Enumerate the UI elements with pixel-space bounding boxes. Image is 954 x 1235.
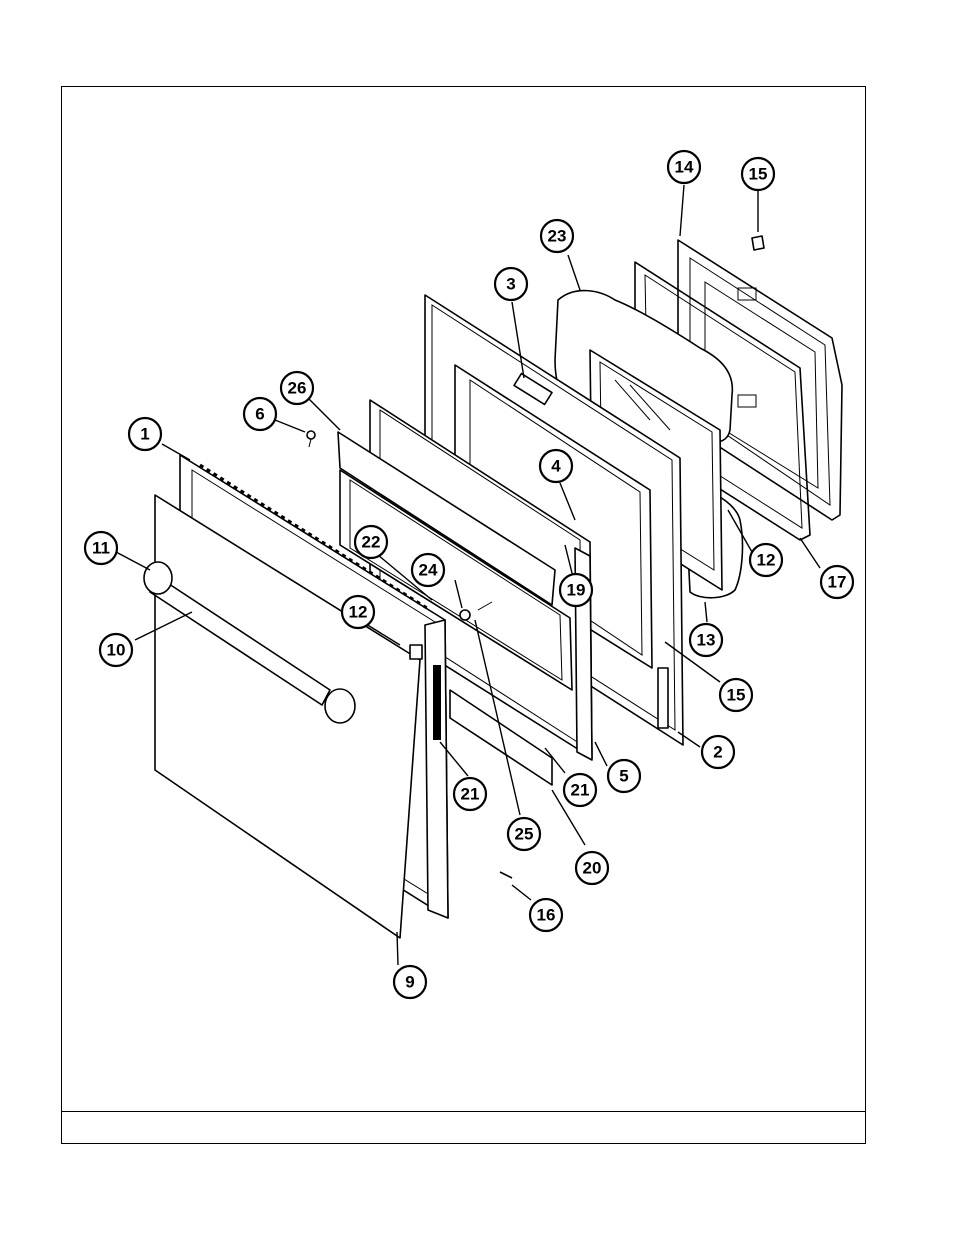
callout-12-rear: 12 xyxy=(748,542,784,578)
svg-text:24: 24 xyxy=(419,561,438,580)
callout-11: 11 xyxy=(83,530,119,566)
callout-9: 9 xyxy=(392,964,428,1000)
svg-text:2: 2 xyxy=(713,743,722,762)
svg-text:23: 23 xyxy=(548,227,567,246)
svg-text:1: 1 xyxy=(140,425,149,444)
callout-1: 1 xyxy=(127,416,163,452)
callout-12-front: 12 xyxy=(340,594,376,630)
vent-slots xyxy=(199,463,431,612)
svg-text:15: 15 xyxy=(727,686,746,705)
washer-24 xyxy=(459,601,493,621)
callout-21-front: 21 xyxy=(452,776,488,812)
callout-14: 14 xyxy=(666,149,702,185)
callout-3: 3 xyxy=(493,266,529,302)
top-channel xyxy=(337,431,556,606)
svg-text:21: 21 xyxy=(461,785,480,804)
svg-text:21: 21 xyxy=(571,781,590,800)
callout-19: 19 xyxy=(558,572,594,608)
callout-15-side: 15 xyxy=(718,677,754,713)
callout-13: 13 xyxy=(688,622,724,658)
svg-text:5: 5 xyxy=(619,767,628,786)
svg-text:25: 25 xyxy=(515,825,534,844)
diagram-frame xyxy=(61,86,866,1144)
callout-20: 20 xyxy=(574,850,610,886)
callout-17: 17 xyxy=(819,564,855,600)
svg-text:9: 9 xyxy=(405,973,414,992)
bottom-channel xyxy=(449,689,553,786)
screw-16 xyxy=(499,871,513,879)
svg-text:16: 16 xyxy=(537,906,556,925)
callout-21-rear: 21 xyxy=(562,772,598,808)
svg-text:13: 13 xyxy=(697,631,716,650)
svg-text:14: 14 xyxy=(675,158,694,177)
svg-text:4: 4 xyxy=(551,457,561,476)
svg-text:12: 12 xyxy=(757,551,776,570)
callout-26: 26 xyxy=(279,370,315,406)
callout-22: 22 xyxy=(353,524,389,560)
door-glass xyxy=(339,469,573,691)
door-handle xyxy=(143,561,356,724)
callout-2: 2 xyxy=(700,734,736,770)
callout-24: 24 xyxy=(410,552,446,588)
outer-door-panel xyxy=(154,494,423,939)
callout-5: 5 xyxy=(606,758,642,794)
screw-6 xyxy=(306,430,316,448)
callout-6: 6 xyxy=(242,396,278,432)
callout-4: 4 xyxy=(538,448,574,484)
svg-text:6: 6 xyxy=(255,405,264,424)
svg-text:10: 10 xyxy=(107,641,126,660)
callout-16: 16 xyxy=(528,897,564,933)
callout-10: 10 xyxy=(98,632,134,668)
svg-text:3: 3 xyxy=(506,275,515,294)
callout-25: 25 xyxy=(506,816,542,852)
door-clip xyxy=(751,235,765,251)
svg-text:15: 15 xyxy=(749,165,768,184)
svg-text:22: 22 xyxy=(362,533,381,552)
svg-text:19: 19 xyxy=(567,581,586,600)
callout-15-top: 15 xyxy=(740,156,776,192)
svg-text:17: 17 xyxy=(828,573,847,592)
callouts: 1 2 3 4 5 6 9 10 11 12 12 13 14 15 15 16… xyxy=(83,149,855,1000)
svg-text:26: 26 xyxy=(288,379,307,398)
svg-text:11: 11 xyxy=(92,539,110,558)
callout-23: 23 xyxy=(539,218,575,254)
svg-text:12: 12 xyxy=(349,603,368,622)
leader-lines xyxy=(115,184,821,966)
footer-rule xyxy=(61,1111,866,1112)
svg-text:20: 20 xyxy=(583,859,602,878)
